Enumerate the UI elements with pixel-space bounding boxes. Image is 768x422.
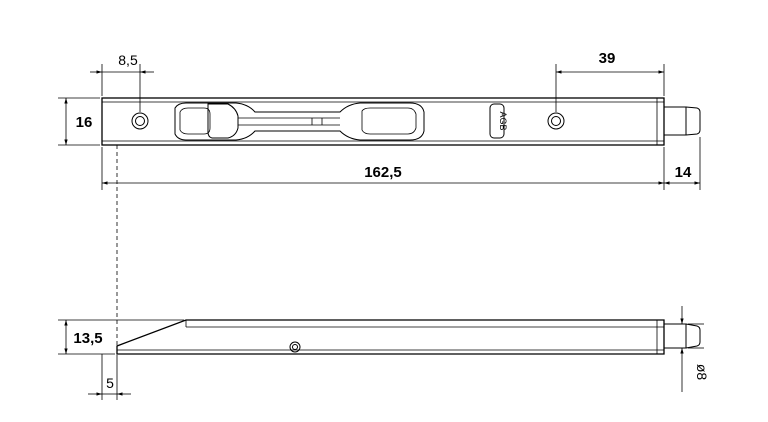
side-body-outline: [116, 319, 665, 355]
side-bolt-end: [663, 323, 687, 349]
body-plate-outline: [101, 97, 665, 146]
dim-overall-length: 162,5: [101, 147, 665, 190]
dim-bolt-projection-label: 14: [675, 164, 692, 181]
side-view: 13,5 5 ø8: [58, 306, 710, 400]
dim-tip-thickness: 5: [88, 354, 131, 400]
dim-hole-offset-label: 8,5: [118, 52, 138, 68]
dim-side-height: 13,5: [58, 319, 184, 355]
dim-right-hole-label: 39: [599, 50, 616, 67]
dim-side-height-label: 13,5: [73, 330, 102, 347]
dim-bolt-projection: 14: [664, 137, 701, 190]
dim-bolt-diameter: ø8: [680, 306, 710, 392]
dim-body-height-label: 16: [76, 114, 93, 131]
dim-body-height: 16: [58, 97, 100, 146]
top-view: AGB 8,5 39 16: [58, 50, 701, 190]
brand-mark-text: AGB: [498, 111, 508, 130]
dim-tip-thickness-label: 5: [106, 375, 114, 391]
side-screw: [289, 341, 301, 353]
dim-overall-length-label: 162,5: [364, 164, 402, 181]
dim-bolt-diameter-label: ø8: [694, 364, 710, 381]
bolt-end: [663, 106, 687, 136]
brand-badge: AGB: [489, 103, 508, 139]
left-fixing-hole: [131, 112, 149, 130]
dim-hole-offset: 8,5: [90, 52, 154, 112]
dim-right-hole: 39: [555, 50, 665, 112]
slide-handle: [174, 102, 425, 141]
right-fixing-hole: [547, 112, 565, 130]
